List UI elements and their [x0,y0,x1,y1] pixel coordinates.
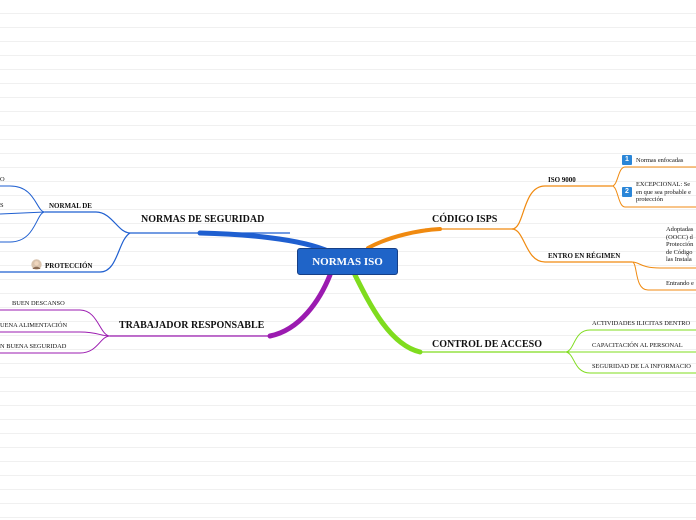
leaf-buena-alimentacion[interactable]: UENA ALIMENTACIÓN [0,322,68,329]
connector-trabajador-leaf1 [0,309,111,337]
branch-normas-seguridad[interactable]: NORMAS DE SEGURIDAD [141,214,265,225]
connector-regimen-item1 [631,261,696,269]
leaf-adoptadas-line-2: (OOCC) d [666,233,693,241]
number-badge-1: 1 [622,155,632,165]
connector-acceso-leaf1 [564,329,696,353]
connector-regimen-item2 [631,261,696,291]
branch-codigo-isps[interactable]: CÓDIGO ISPS [432,214,498,225]
subtopic-normal-de[interactable]: NORMAL DE [49,202,92,210]
connector-iso9000-item2 [611,185,696,208]
subtopic-entro-en-regimen[interactable]: ENTRO EN RÉGIMEN [548,252,621,260]
leaf-adoptadas-line-4: de Código [666,248,693,256]
leaf-buena-seguridad[interactable]: N BUENA SEGURIDAD [0,343,67,350]
connector-normal-leaf1 [0,185,46,213]
leaf-excepcional-line-3: protección [636,196,663,204]
root-node-normas-iso[interactable]: NORMAS ISO [297,248,398,275]
leaf-entrando[interactable]: Entrando e [666,280,694,287]
subtopic-proteccion[interactable]: PROTECCIÓN [45,262,93,270]
leaf-seguridad-informacion[interactable]: SEGURIDAD DE LA INFORMACIO [592,363,691,370]
leaf-capacitacion-personal[interactable]: CAPACITACIÓN AL PERSONAL [592,342,683,349]
leaf-adoptadas[interactable]: Adoptadas (OOCC) d Protección de Código … [666,226,693,264]
connector-root-acceso [352,272,423,355]
connector-iso9000-item1 [611,166,696,187]
connector-seguridad-normal [45,211,131,234]
connector-acceso-leaf3 [564,351,696,374]
leaf-seguridad-1[interactable]: O [0,176,5,183]
branch-control-de-acceso[interactable]: CONTROL DE ACCESO [432,339,543,350]
leaf-actividades-ilicitas[interactable]: ACTIVIDADES ILICITAS DENTRO [592,320,691,327]
leaf-adoptadas-line-5: las Instala [666,256,692,264]
leaf-adoptadas-line-1: Adoptadas [666,226,694,233]
leaf-buen-descanso[interactable]: BUEN DESCANSO [12,300,65,307]
connector-normal-leaf3 [0,211,46,243]
connector-normal-leaf2 [0,211,46,215]
leaf-normas-enfocadas[interactable]: Normas enfocadas [636,157,684,164]
connector-isps-regimen [511,228,632,263]
connector-root-isps [366,227,442,250]
leaf-excepcional-line-2: en que sea probable e [636,188,692,196]
connector-seguridad-proteccion [0,232,131,273]
connector-root-trabajador [267,272,333,339]
connector-trabajador-leaf2 [0,331,111,337]
connector-trabajador-leaf3 [0,335,111,354]
leaf-excepcional-line-1: EXCEPCIONAL: Se [636,181,691,188]
leaf-excepcional[interactable]: EXCEPCIONAL: Se en que sea probable e pr… [636,181,691,204]
subtopic-iso-9000[interactable]: ISO 9000 [548,176,576,184]
branch-trabajador-responsable[interactable]: TRABAJADOR RESPONSABLE [119,320,265,331]
leaf-seguridad-2[interactable]: S [0,202,4,209]
leaf-adoptadas-line-3: Protección [666,241,694,249]
number-badge-2: 2 [622,187,632,197]
person-avatar-icon [31,259,42,270]
connector-isps-iso9000 [511,185,612,230]
